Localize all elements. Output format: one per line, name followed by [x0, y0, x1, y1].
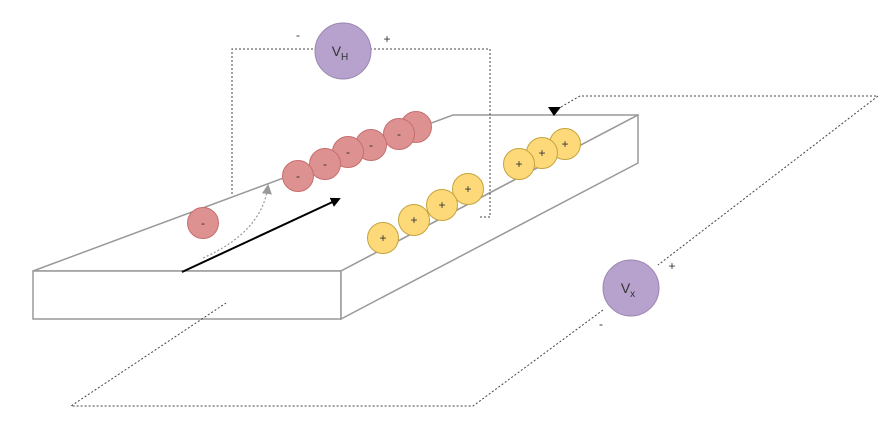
hall-voltmeter-minus: - [296, 28, 300, 42]
electrons-group: - - - - - - [187, 111, 432, 239]
hall-voltmeter-label: VH [332, 43, 349, 63]
hole-sign: + [438, 198, 445, 212]
drive-voltage-circuit [69, 95, 880, 407]
drive-voltmeter-symbol: V [621, 280, 631, 296]
electron-sign: - [369, 138, 373, 152]
holes-group: + + + + + + + [367, 128, 581, 254]
drive-voltmeter-body [602, 259, 660, 317]
electron-sign: - [346, 145, 350, 159]
electron: - [187, 207, 219, 239]
hall-voltmeter-symbol: V [332, 43, 342, 59]
drive-voltmeter-label: Vx [621, 280, 635, 300]
hole: + [426, 189, 458, 221]
hole-sign: + [379, 231, 386, 245]
drive-voltmeter-subscript: x [630, 289, 635, 300]
electron-sign: - [323, 157, 327, 171]
electron-deflection-path [202, 184, 272, 259]
drive-voltmeter-minus: - [599, 317, 603, 331]
electron-sign: - [296, 169, 300, 183]
current-direction-arrow [181, 197, 341, 273]
hall-wire-right [370, 48, 491, 218]
vx-wire-bottom [69, 302, 604, 407]
drive-voltmeter-plus: + [668, 259, 675, 273]
slab-front-face [32, 270, 342, 320]
hall-voltage-circuit [231, 48, 491, 218]
hole: + [398, 204, 430, 236]
electron: - [309, 148, 341, 180]
hall-voltmeter-plus: + [383, 32, 390, 46]
hall-wire-left [231, 48, 316, 194]
current-entry-arrow [548, 107, 561, 116]
electron: - [282, 160, 314, 192]
hole: + [452, 173, 484, 205]
hall-voltmeter-body [314, 22, 372, 80]
hall-voltmeter-subscript: H [341, 52, 348, 63]
hole-sign: + [515, 157, 522, 171]
electron-sign: - [201, 216, 205, 230]
hole-sign: + [561, 137, 568, 151]
hole-sign: + [464, 182, 471, 196]
hole: + [503, 148, 535, 180]
electron-sign: - [397, 127, 401, 141]
hole-sign: + [410, 213, 417, 227]
hall-voltmeter: VH - + [296, 22, 391, 80]
hole-sign: + [538, 146, 545, 160]
drive-voltmeter: Vx + - [599, 259, 676, 331]
electron: - [383, 118, 415, 150]
hole: + [367, 222, 399, 254]
